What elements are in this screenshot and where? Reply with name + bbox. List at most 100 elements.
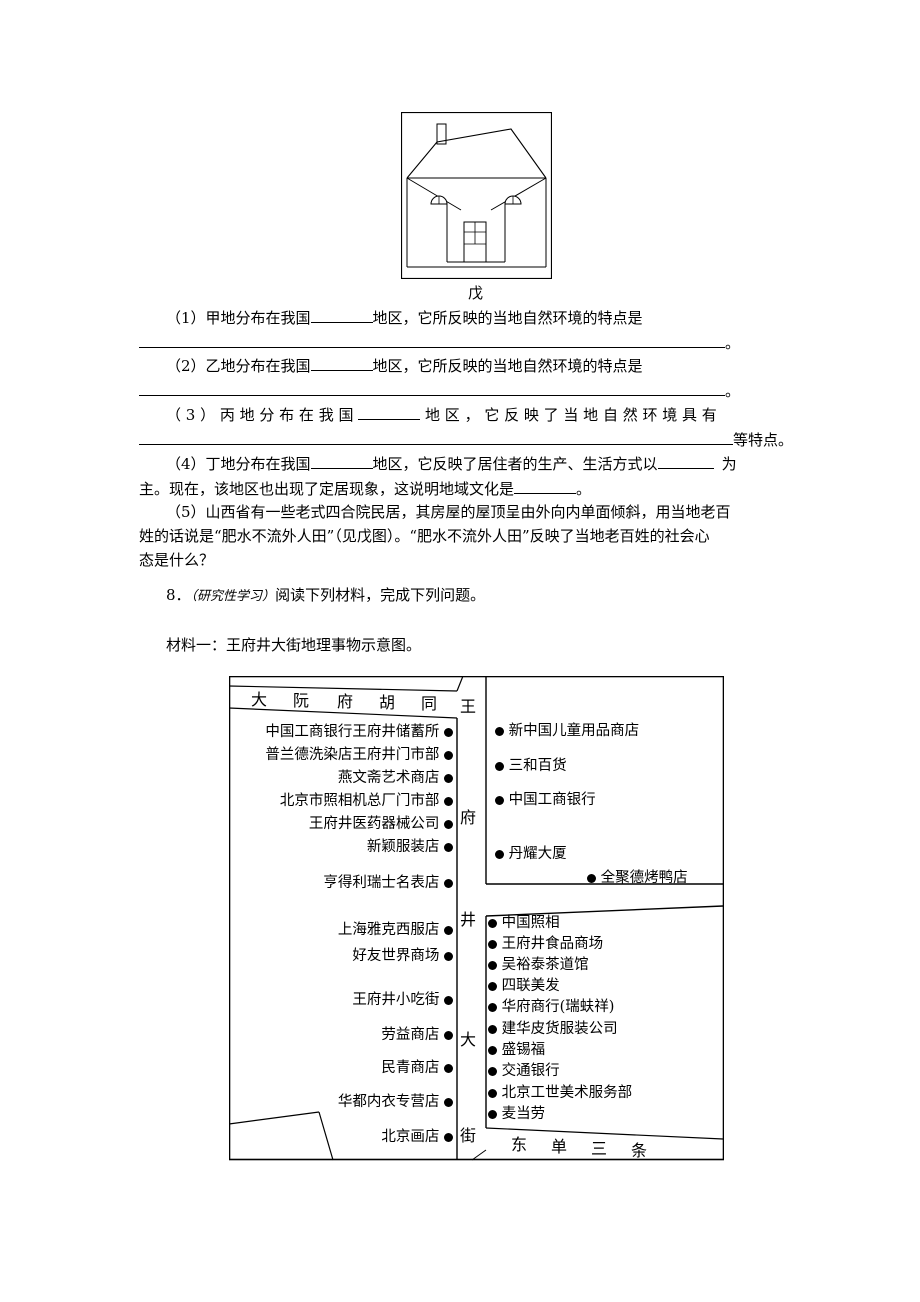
question-4-prefix: （4）丁地分布在我国 — [166, 455, 311, 473]
main-street-char: 王 — [460, 697, 477, 716]
question-4-blank-3[interactable] — [514, 477, 577, 494]
question-1-blank[interactable] — [310, 306, 373, 323]
right-lower-shop: 中国照相 — [488, 914, 560, 932]
right-lower-shop: 麦当劳 — [488, 1105, 545, 1123]
question-5-line-3: 态是什么？ — [139, 551, 215, 569]
question-2-mid: 地区，它所反映的当地自然环境的特点是 — [372, 357, 643, 375]
shop-dot — [488, 1109, 497, 1119]
question-5-line-1: （5）山西省有一些老式四合院民居，其房屋的屋顶呈由外向内单面倾斜，用当地老百 — [166, 503, 731, 521]
question-2-blank[interactable] — [310, 354, 373, 371]
right-lower-shop: 北京工世美术服务部 — [488, 1084, 632, 1102]
bottom-street-char: 三 — [591, 1139, 608, 1158]
question-2-answer-line[interactable] — [139, 395, 725, 396]
right-upper-shop: 新中国儿童用品商店 — [495, 722, 639, 740]
left-shop: 民青商店 — [381, 1056, 453, 1077]
shop-dot — [488, 1002, 497, 1012]
shop-dot — [488, 1066, 497, 1076]
right-lower-shop: 吴裕泰茶道馆 — [488, 956, 589, 974]
bottom-street-char: 条 — [631, 1141, 648, 1160]
left-shop: 新颖服装店 — [367, 835, 453, 856]
material-1-title: 材料一：王府井大街地理事物示意图。 — [166, 636, 422, 654]
shop-dot — [495, 849, 504, 859]
right-lower-shop: 四联美发 — [488, 977, 560, 995]
shop-dot — [444, 842, 453, 852]
question-1-answer-line[interactable] — [139, 347, 725, 348]
house-illustration — [400, 111, 553, 280]
question-4-mid: 地区，它反映了居住者的生产、生活方式以 — [372, 455, 658, 473]
question-8-text: 阅读下列材料，完成下列问题。 — [275, 586, 486, 604]
left-shop: 好友世界商场 — [352, 944, 453, 965]
bottom-street-char: 东 — [511, 1135, 528, 1154]
question-4-blank-2[interactable] — [657, 452, 714, 469]
question-4-line2b: 。 — [576, 480, 592, 498]
question-2-end: 。 — [725, 382, 741, 400]
top-street-char: 大 — [251, 690, 268, 709]
right-lower-shop: 王府井食品商场 — [488, 935, 603, 953]
left-shop: 燕文斋艺术商店 — [338, 766, 453, 787]
shop-dot — [488, 960, 497, 970]
shop-dot — [587, 873, 596, 883]
question-2: （2）乙地分布在我国 地区，它所反映的当地自然环境的特点是 — [166, 354, 643, 377]
question-4-line2a: 主。现在，该地区也出现了定居现象，这说明地域文化是 — [139, 480, 515, 498]
main-street-char: 府 — [460, 808, 477, 827]
question-3-prefix: （ 3 ） 丙 地 分 布 在 我 国 — [166, 406, 354, 424]
question-3-mid: 地 区 ， 它 反 映 了 当 地 自 然 环 境 具 有 — [425, 406, 717, 424]
shop-dot — [495, 795, 504, 805]
shop-dot — [444, 819, 453, 829]
left-shop-column: 中国工商银行王府井储蓄所 普兰德洗染店王府井门市部 燕文斋艺术商店 北京市照相机… — [229, 676, 453, 1160]
left-shop: 劳益商店 — [381, 1023, 453, 1044]
shop-dot — [444, 1030, 453, 1040]
shop-dot — [444, 1063, 453, 1073]
shop-dot — [444, 995, 453, 1005]
question-8-number: 8． — [166, 586, 191, 604]
shop-dot — [444, 878, 453, 888]
question-4-line-2: 主。现在，该地区也出现了定居现象，这说明地域文化是 。 — [139, 477, 591, 500]
question-4-mid2: 为 — [721, 455, 737, 473]
left-shop: 北京画店 — [381, 1125, 453, 1146]
shop-dot — [444, 750, 453, 760]
left-shop: 王府井医药器械公司 — [309, 812, 453, 833]
left-shop: 普兰德洗染店王府井门市部 — [265, 743, 453, 764]
shop-dot — [495, 761, 504, 771]
shop-dot — [444, 1132, 453, 1142]
shop-dot — [444, 773, 453, 783]
shop-dot — [444, 796, 453, 806]
left-shop: 上海雅克西服店 — [338, 918, 453, 939]
shop-dot — [444, 727, 453, 737]
question-3-blank[interactable] — [358, 403, 421, 420]
shop-dot — [444, 925, 453, 935]
shop-dot — [488, 939, 497, 949]
map-lines — [229, 676, 724, 1161]
question-1-end: 。 — [725, 334, 741, 352]
wangfujing-map: 大 阮 府 胡 同 王 府 井 大 街 东 单 三 条 中国工商银行王府井储蓄所… — [229, 676, 724, 1161]
main-street-char: 大 — [460, 1030, 477, 1049]
question-4-line-1: （4）丁地分布在我国 地区，它反映了居住者的生产、生活方式以 为 — [166, 452, 737, 475]
right-upper-shop: 丹耀大厦 — [495, 845, 567, 863]
question-5-line-2: 姓的话说是“肥水不流外人田”（见戊图）。“肥水不流外人田”反映了当地老百姓的社会… — [139, 527, 710, 545]
shop-dot — [488, 918, 497, 928]
shop-dot — [495, 726, 504, 736]
top-street-char: 阮 — [293, 691, 310, 710]
question-3-answer-line[interactable] — [139, 444, 733, 445]
top-street-char: 府 — [337, 692, 354, 711]
right-upper-corner-shop: 全聚德烤鸭店 — [587, 869, 688, 887]
question-4-blank-1[interactable] — [310, 452, 373, 469]
left-shop: 王府井小吃街 — [352, 988, 453, 1009]
shop-dot — [488, 981, 497, 991]
question-1-mid: 地区，它所反映的当地自然环境的特点是 — [372, 309, 643, 327]
bottom-street-char: 单 — [551, 1137, 568, 1156]
top-street-char: 同 — [421, 694, 438, 713]
shop-dot — [488, 1088, 497, 1098]
right-lower-shop: 华府商行(瑞蚨祥) — [488, 998, 614, 1016]
question-8: 8．（研究性学习）阅读下列材料，完成下列问题。 — [166, 584, 485, 608]
question-3-end: 等特点。 — [733, 431, 794, 449]
question-2-prefix: （2）乙地分布在我国 — [166, 357, 311, 375]
left-shop: 亨得利瑞士名表店 — [323, 871, 453, 892]
shop-dot — [444, 1097, 453, 1107]
main-street-char: 街 — [460, 1126, 477, 1145]
question-3: （ 3 ） 丙 地 分 布 在 我 国 地 区 ， 它 反 映 了 当 地 自 … — [166, 403, 717, 426]
left-shop: 北京市照相机总厂门市部 — [280, 789, 453, 810]
house-figure — [400, 111, 553, 280]
question-8-tag: （研究性学习） — [190, 589, 276, 604]
figure-caption: 戊 — [468, 284, 484, 302]
